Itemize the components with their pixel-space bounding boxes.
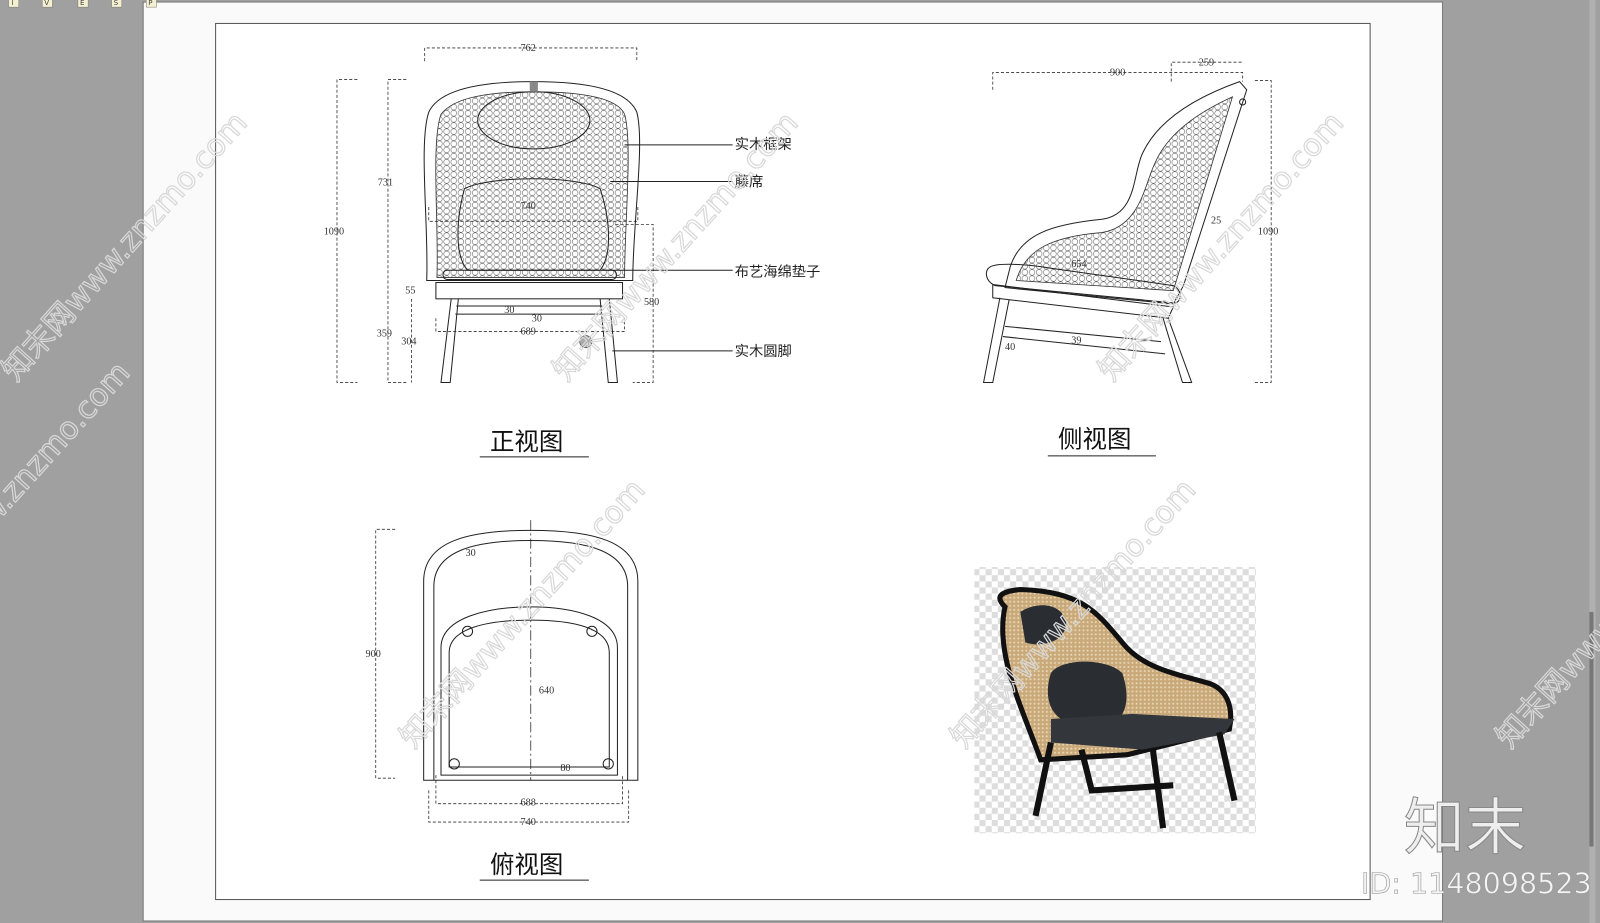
tab-e[interactable]: E [77,0,89,8]
dimension-line [336,79,358,383]
tab-i-label: I [12,0,14,7]
asset-id: ID: 1148098523 [1361,866,1592,900]
drawing-stroke [602,758,614,770]
drawing-stroke [440,606,618,776]
dimension-line [435,775,623,805]
brand-logo: 知末 [1404,793,1526,864]
dimension-label: 731 [378,178,393,189]
chair-photo [974,567,1256,834]
dimension-label: 39 [1071,336,1081,347]
callout-round-legs: 实木圆脚 [735,343,792,360]
dimension-label: 80 [560,763,570,774]
drawing-stroke [433,540,629,781]
scrollbar-thumb[interactable] [1589,611,1594,847]
dimension-label: 654 [1071,259,1086,270]
drawing-stroke [1002,325,1166,355]
top-view: 30 900 640 80 688 740 俯视图 [366,520,639,881]
dimension-label: 740 [521,817,536,828]
dimension-label: 30 [504,305,514,316]
scrollbar[interactable] [1589,0,1596,923]
tab-p-box [145,0,157,8]
dimension-label: 688 [521,798,536,809]
dimension-label: 55 [405,286,415,297]
drawing-stroke [457,178,610,271]
dimension-label: 740 [521,201,536,212]
tab-v-box [41,0,53,8]
drawing-stroke [455,305,604,315]
drawing-stroke [1032,731,1238,829]
drawing-stroke [602,144,733,352]
dimension-line [375,528,396,779]
dimension-label: 359 [377,329,392,340]
dimension-label: 40 [1005,342,1015,353]
tab-e-label: E [80,0,85,7]
callout-cushion: 布艺海绵垫子 [735,263,821,280]
drawing-stroke [448,619,610,768]
dimension-label: 689 [521,327,536,338]
drawing-stroke [599,298,619,383]
drawing-stroke [982,297,1193,383]
drawing-stroke [1015,96,1234,292]
dimension-label: 1090 [1258,227,1278,238]
dimension-line [1170,61,1243,82]
drawing-stroke [461,625,474,637]
drawing-stroke [985,263,1181,304]
dimension-label: 25 [1211,215,1221,226]
drawing-stroke [586,625,598,637]
dimension-label: 304 [401,337,416,348]
dimension-line [1252,80,1272,383]
dimension-line [435,318,625,332]
callout-rattan: 藤席 [735,174,764,191]
drawing-stroke [1050,713,1235,750]
tab-s-label: S [114,0,119,7]
tab-i[interactable]: I [8,0,20,8]
tab-p-label: P [148,0,153,7]
watermark: 知末网www.znzmo.com [0,356,137,638]
dimension-line [992,72,1244,90]
dimension-line [387,79,407,383]
side-view: 900 259 25 1090 654 39 40 侧视图 [982,57,1278,457]
tab-s-box [111,0,123,8]
dimension-label: 30 [465,548,475,559]
dimension-label: 900 [366,649,381,660]
tab-p[interactable]: P [145,0,157,8]
tab-v[interactable]: V [41,0,53,8]
tab-strip: I V E S P [8,0,157,8]
watermark: 知末网www.znzmo.com [1490,473,1600,755]
drawing-stroke [435,281,624,300]
drawing-stroke [442,269,617,280]
dimension-line [424,47,638,62]
drawing-stroke [423,529,639,781]
drawing-stroke [1239,98,1247,106]
dimension-label: 640 [539,686,554,697]
dimension-label: 580 [644,297,659,308]
drawing-stroke [448,758,460,770]
side-view-title: 侧视图 [1058,425,1131,454]
drawing-stroke [529,81,538,92]
tab-i-box [8,0,20,8]
front-view: 762 1090 731 740 55 580 30 30 689 359 30… [324,43,821,458]
top-view-title: 俯视图 [490,850,563,879]
drawing-stroke [1004,80,1248,305]
tab-s[interactable]: S [111,0,123,8]
dimension-label: 259 [1199,57,1214,68]
drawing-stroke [1020,605,1067,645]
callout-solid-wood-frame: 实木框架 [735,136,792,153]
dimension-line [615,223,654,383]
tab-v-label: V [44,0,49,7]
drawing-stroke [435,91,629,278]
drawing-stroke [1047,661,1127,725]
drawing-stroke [579,335,593,349]
front-view-title: 正视图 [490,427,563,456]
dimension-label: 762 [521,43,536,54]
drawing-stroke [440,298,459,383]
tab-e-box [77,0,89,8]
dimension-label: 900 [1110,67,1125,78]
dimension-line [428,790,630,823]
dimension-label: 1090 [324,227,344,238]
dimension-label: 30 [532,313,542,324]
